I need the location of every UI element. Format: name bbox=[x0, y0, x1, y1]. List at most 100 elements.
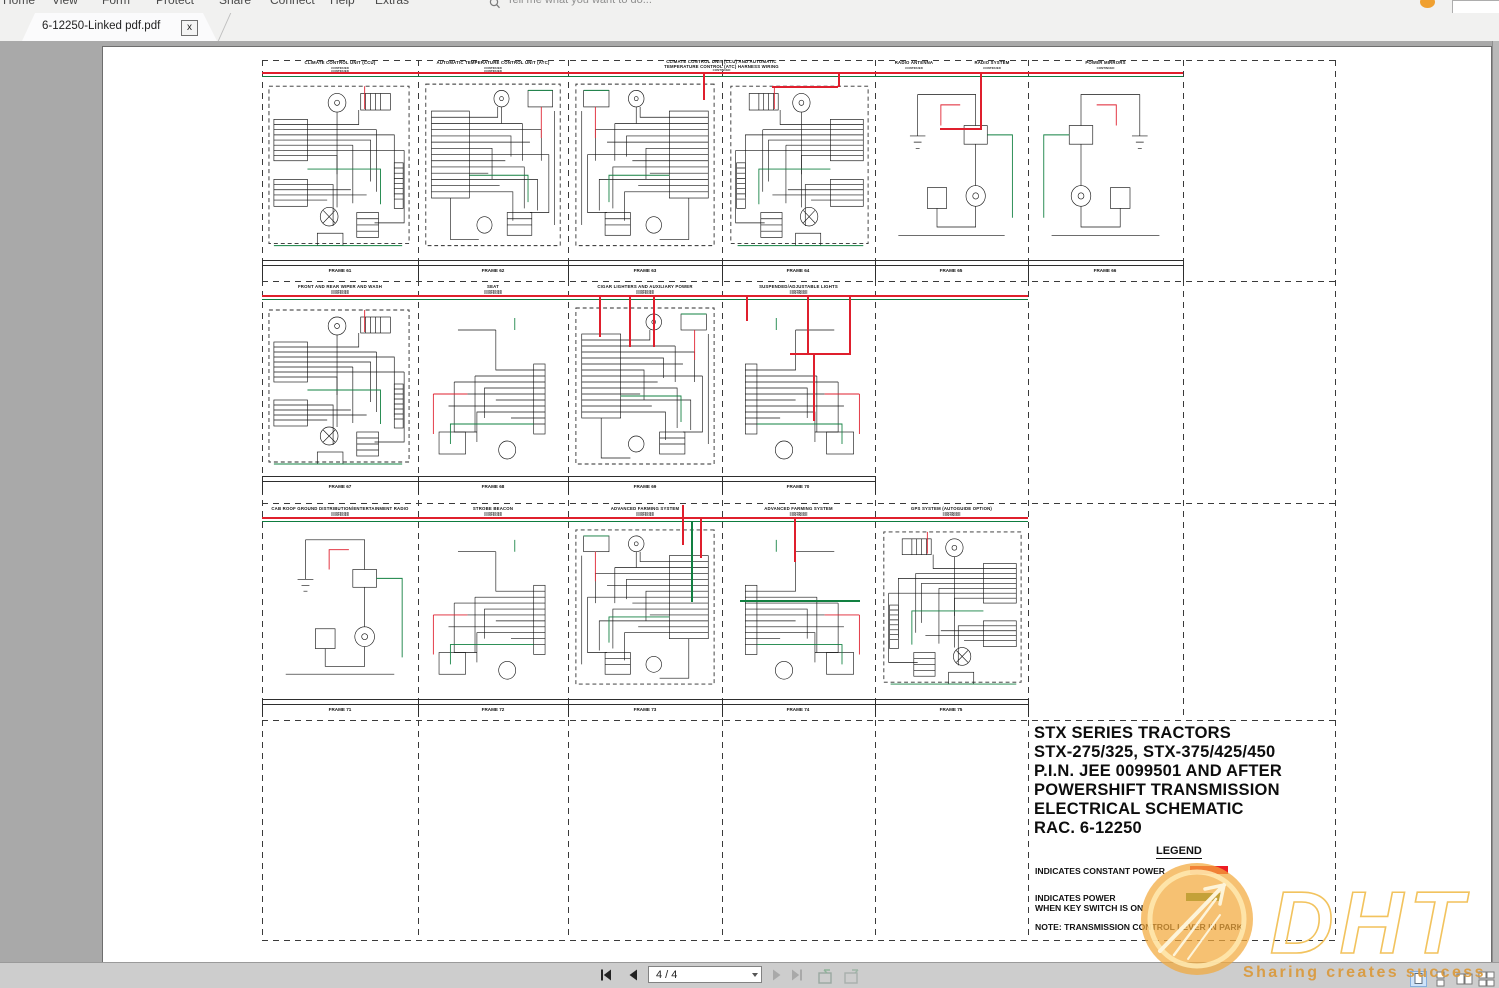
grid-line bbox=[418, 60, 419, 940]
frame-title: CLIMATE CONTROL UNIT (CCU) bbox=[304, 60, 376, 65]
menu-item-share[interactable]: Share bbox=[219, 0, 252, 7]
first-page-button[interactable] bbox=[599, 968, 613, 982]
frame-subtitle: CONTINUED bbox=[636, 513, 654, 518]
green-wire bbox=[691, 522, 693, 602]
grid-line bbox=[875, 60, 876, 940]
frame-subtitle: CONTINUED bbox=[484, 68, 502, 73]
red-wire bbox=[746, 297, 748, 321]
next-view-button[interactable] bbox=[843, 969, 860, 985]
legend-key-on-label-line1: INDICATES POWER bbox=[1035, 893, 1116, 903]
frame-footer-line bbox=[262, 704, 1028, 705]
grid-line bbox=[568, 60, 569, 940]
constant-power-bus bbox=[262, 295, 1028, 297]
frame-divider bbox=[262, 260, 263, 280]
frame-number-label: FRAME 73 bbox=[633, 707, 657, 712]
last-page-button[interactable] bbox=[790, 968, 804, 982]
frame-divider bbox=[418, 260, 419, 280]
frame-divider bbox=[568, 699, 569, 717]
notification-icon[interactable] bbox=[1420, 0, 1435, 8]
document-area bbox=[0, 41, 1499, 962]
frame-title: POWER MIRRORS bbox=[1085, 60, 1126, 65]
schematic-wiring-art bbox=[422, 304, 564, 474]
frame-number-label: FRAME 70 bbox=[786, 484, 810, 489]
constant-power-bus bbox=[262, 72, 1183, 74]
continuous-view-button[interactable] bbox=[1432, 971, 1449, 987]
menu-item-extras[interactable]: Extras bbox=[375, 0, 410, 7]
search-icon bbox=[489, 0, 500, 9]
facing-pages-view-button[interactable] bbox=[1456, 971, 1473, 987]
red-wire bbox=[794, 518, 796, 562]
grid-line bbox=[262, 60, 263, 940]
document-tab-bar: 6-12250-Linked pdf.pdf x bbox=[0, 13, 1499, 42]
title-block-line: ELECTRICAL SCHEMATIC bbox=[1034, 800, 1244, 818]
frame-divider bbox=[418, 699, 419, 717]
frame-title: FRONT AND REAR WIPER AND WASH bbox=[297, 284, 383, 289]
frame-subtitle: CONTINUED bbox=[331, 66, 349, 70]
frame-subtitle: CONTINUED bbox=[789, 291, 808, 296]
frame-subtitle: CONTINUED bbox=[712, 68, 731, 73]
frame-divider bbox=[1183, 260, 1184, 280]
tab-close-button[interactable]: x bbox=[181, 20, 198, 36]
frame-subtitle: CONTINUED bbox=[1096, 66, 1115, 70]
next-page-button[interactable] bbox=[770, 968, 784, 982]
menu-item-home[interactable]: Home bbox=[3, 0, 36, 7]
frame-divider bbox=[262, 476, 263, 494]
red-wire bbox=[790, 353, 850, 355]
grid-line bbox=[262, 503, 1335, 504]
frame-number-label: FRAME 64 bbox=[786, 268, 810, 273]
title-block-line: STX-275/325, STX-375/425/450 bbox=[1034, 743, 1276, 761]
frame-subtitle: CONTINUED bbox=[484, 66, 502, 70]
frame-divider bbox=[722, 476, 723, 494]
document-tab[interactable]: 6-12250-Linked pdf.pdf x bbox=[22, 13, 217, 41]
frame-title: TEMPERATURE CONTROL (ATC) HARNESS WIRING bbox=[664, 63, 779, 69]
frame-divider bbox=[262, 699, 263, 717]
menu-item-connect[interactable]: Connect bbox=[270, 0, 315, 7]
tell-me-search-box[interactable]: Tell me what you want to do... bbox=[507, 0, 652, 6]
frame-divider bbox=[418, 476, 419, 494]
title-block-line: STX SERIES TRACTORS bbox=[1034, 724, 1231, 742]
menu-item-help[interactable]: Help bbox=[330, 0, 355, 7]
frame-title: CAB ROOF GROUND DISTRIBUTION/ENTERTAINME… bbox=[271, 506, 409, 511]
grid-line bbox=[262, 720, 1335, 721]
menu-item-view[interactable]: View bbox=[52, 0, 78, 7]
frame-subtitle: CONTINUED bbox=[983, 66, 1001, 70]
vertical-scrollbar[interactable] bbox=[1492, 41, 1499, 962]
frame-subtitle: CONTINUED bbox=[942, 513, 961, 518]
continuous-facing-view-button[interactable] bbox=[1478, 971, 1495, 987]
frame-divider bbox=[1028, 699, 1029, 717]
single-page-view-button[interactable] bbox=[1410, 971, 1427, 987]
schematic-wiring-art bbox=[879, 80, 1024, 256]
red-wire bbox=[838, 74, 840, 87]
page-indicator: 4 / 4 bbox=[656, 969, 678, 981]
menu-item-protect[interactable]: Protect bbox=[156, 0, 195, 7]
grid-line bbox=[1335, 60, 1336, 940]
schematic-wiring-art bbox=[572, 80, 718, 256]
previous-view-button[interactable] bbox=[816, 969, 833, 985]
frame-subtitle: CONTINUED bbox=[331, 510, 349, 515]
menu-bar: Home View Form Protect Share Connect Hel… bbox=[0, 0, 1499, 13]
menu-item-form[interactable]: Form bbox=[102, 0, 130, 7]
schematic-wiring-art bbox=[879, 526, 1024, 694]
frame-title: AUTOMATIC TEMPERATURE CONTROL UNIT (ATC) bbox=[436, 60, 550, 65]
schematic-wiring-art bbox=[266, 526, 414, 694]
frame-number-label: FRAME 61 bbox=[328, 268, 352, 273]
frame-number-label: FRAME 75 bbox=[939, 707, 963, 712]
frame-number-label: FRAME 62 bbox=[481, 268, 505, 273]
key-on-power-bus bbox=[262, 520, 1028, 523]
frame-divider bbox=[568, 476, 569, 494]
previous-page-button[interactable] bbox=[626, 968, 640, 982]
page-number-input[interactable]: 4 / 4 bbox=[648, 966, 762, 983]
frame-title: CIGAR LIGHTERS AND AUXILIARY POWER bbox=[597, 284, 693, 289]
frame-number-label: FRAME 68 bbox=[481, 484, 505, 489]
frame-subtitle: CONTINUED bbox=[789, 513, 808, 518]
red-wire bbox=[700, 518, 702, 558]
red-wire bbox=[703, 74, 705, 100]
frame-divider bbox=[875, 260, 876, 280]
frame-number-label: FRAME 66 bbox=[1093, 268, 1117, 273]
frame-subtitle: CONTINUED bbox=[905, 66, 923, 70]
title-block-line: RAC. 6-12250 bbox=[1034, 819, 1142, 837]
chevron-down-icon bbox=[752, 973, 758, 977]
quick-find-input[interactable] bbox=[1452, 0, 1499, 13]
constant-power-bus bbox=[262, 517, 1028, 519]
